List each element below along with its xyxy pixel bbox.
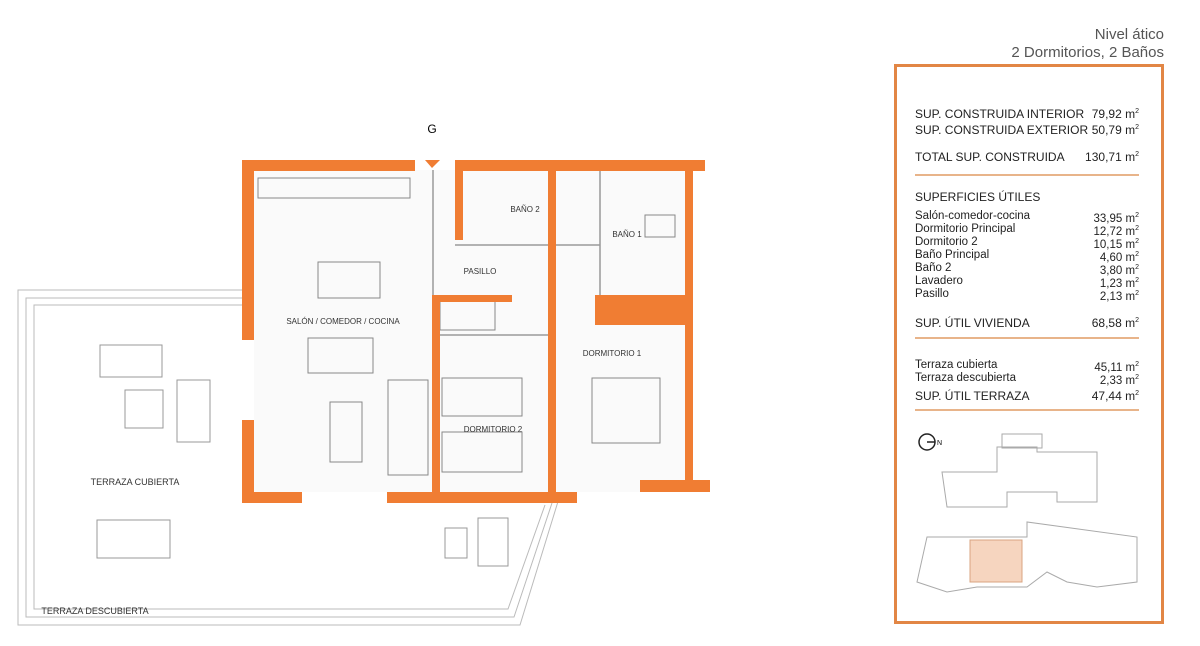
room-label-bano2: BAÑO 2	[510, 205, 540, 214]
exterior-walls	[242, 160, 710, 503]
unit-type-label: 2 Dormitorios, 2 Baños	[1011, 44, 1164, 61]
useful-title: SUPERFICIES ÚTILES	[915, 190, 1041, 204]
svg-text:N: N	[937, 440, 942, 447]
floor-plan: G SALÓN / COMEDOR / COCINA BAÑO 2 BAÑO 1…	[17, 122, 710, 626]
divider	[915, 337, 1139, 339]
room-label-terraza-cubierta: TERRAZA CUBIERTA	[91, 477, 180, 487]
key-plan: N	[916, 433, 1138, 593]
divider	[915, 409, 1139, 411]
level-label: Nivel ático	[1094, 26, 1164, 43]
room-label-terraza-descubierta: TERRAZA DESCUBIERTA	[41, 606, 148, 616]
room-label-dorm2: DORMITORIO 2	[464, 425, 523, 434]
divider	[915, 174, 1139, 176]
furniture	[257, 177, 676, 476]
room-label-bano1: BAÑO 1	[612, 230, 642, 239]
north-compass-icon: N	[918, 433, 942, 451]
terrace-furniture	[96, 344, 509, 567]
entrance-label: G	[427, 122, 436, 136]
room-label-salon: SALÓN / COMEDOR / COCINA	[286, 317, 400, 326]
room-label-pasillo: PASILLO	[464, 267, 497, 276]
room-label-dorm1: DORMITORIO 1	[583, 349, 642, 358]
